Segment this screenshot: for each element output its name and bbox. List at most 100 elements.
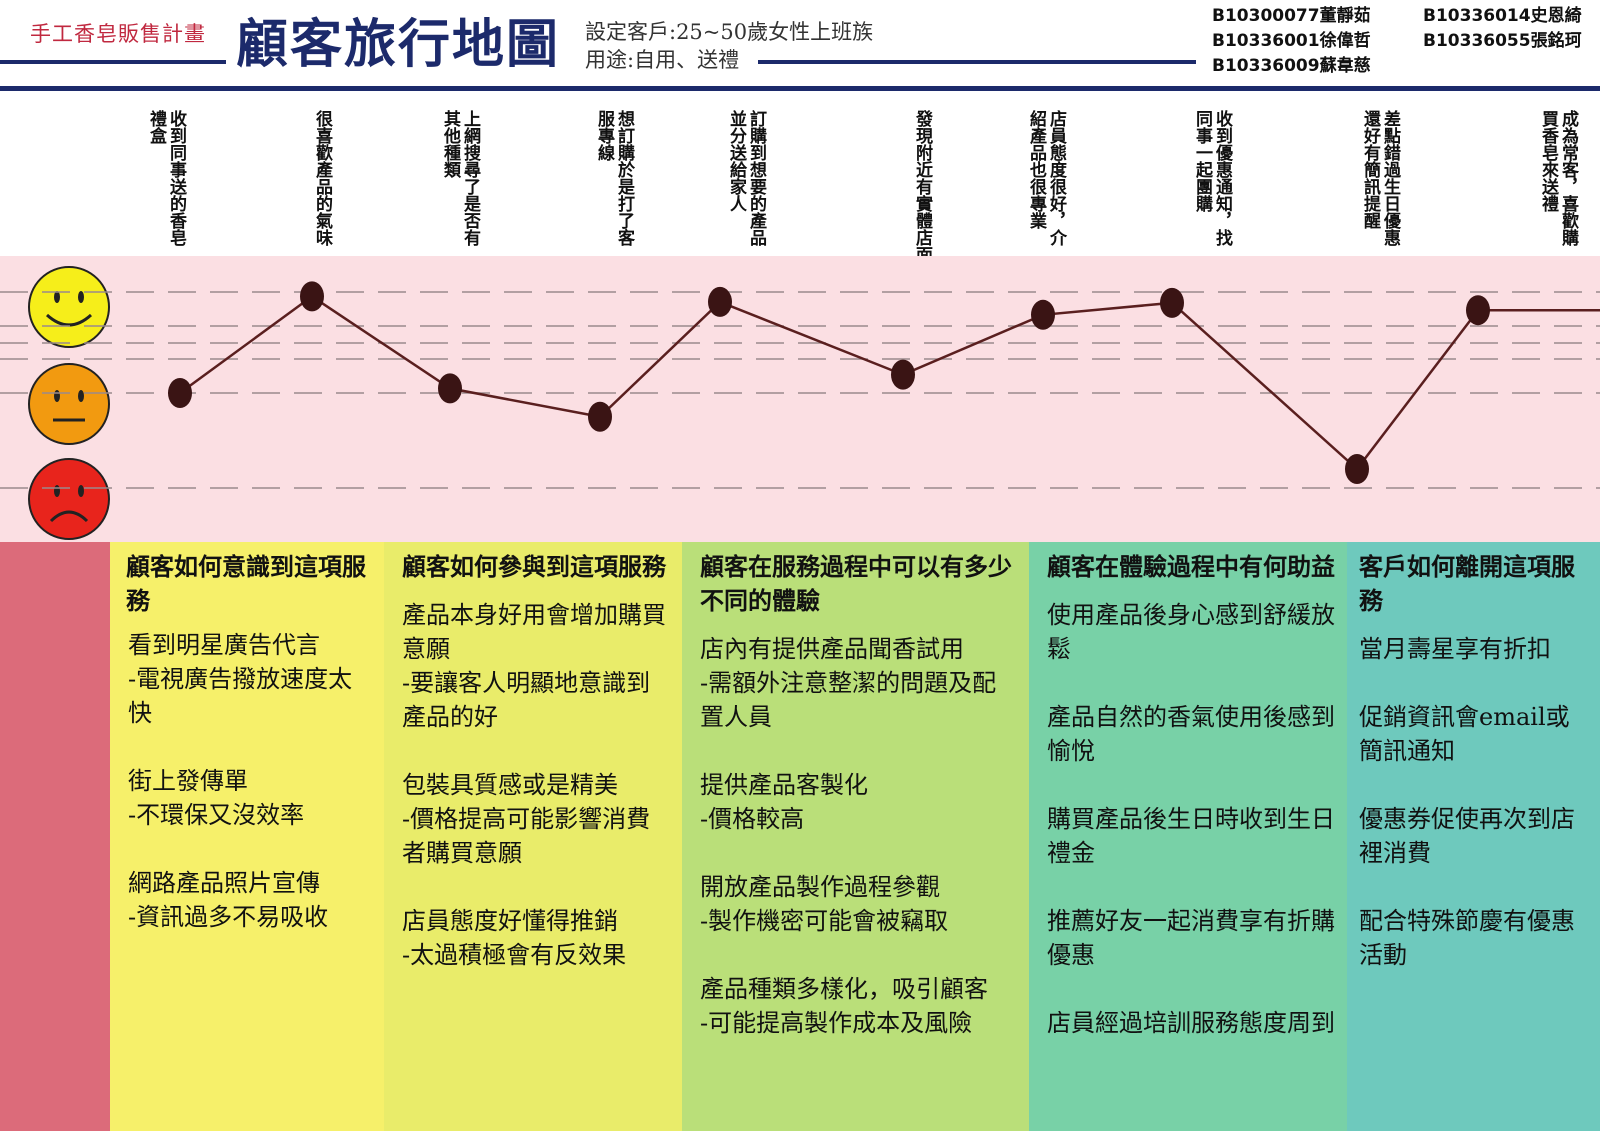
item-text: 產品種類多樣化，吸引顧客 [700,975,988,1003]
item-text: 產品自然的香氣使用後感到愉悅 [1047,703,1335,765]
emotion-line [179,294,1600,471]
item-text: 街上發傳單 [128,767,248,795]
column-awareness: 顧客如何意識到這項服務 看到明星廣告代言 -電視廣告撥放速度太快 街上發傳單 -不環… [110,542,384,1131]
column-body: 當月壽星享有折扣 促銷資訊會email或簡訊通知 優惠券促使再次到店裡消費 配合… [1359,632,1592,972]
item-text: 優惠券促使再次到店裡消費 [1359,805,1575,867]
item-text: 包裝具質感或是精美 [402,771,618,799]
item-text: 店員經過培訓服務態度周到 [1047,1009,1335,1037]
emotion-point-8 [1160,287,1184,318]
item-note: -價格較高 [700,805,805,833]
list-item: 開放產品製作過程參觀-製作機密可能會被竊取 [700,870,1019,938]
header-rule-bottom [0,86,1600,91]
list-item: 街上發傳單 -不環保又沒效率 [128,764,374,832]
item-text: 店員態度好懂得推銷 [402,907,618,935]
column-engagement: 顧客如何參與到這項服務 產品本身好用會增加購買意願-要讓客人明顯地意識到產品的好… [384,542,682,1131]
emotion-point-10 [1466,295,1490,326]
item-text: 網路產品照片宣傳 [128,869,320,897]
sad-face-icon [28,458,110,540]
list-item: 產品本身好用會增加購買意願-要讓客人明顯地意識到產品的好 [402,598,672,734]
emotion-point-9 [1345,454,1369,484]
header-rule-left [0,60,226,64]
list-item: 產品自然的香氣使用後感到愉悅 [1047,700,1337,768]
main-title: 顧客旅行地圖 [236,15,561,75]
member: B10336009蘇韋慈 [1212,56,1371,76]
column-heading: 顧客如何參與到這項服務 [402,553,666,581]
column-body: 店內有提供產品聞香試用 -需額外注意整潔的問題及配置人員 提供產品客製化 -價格較高… [700,632,1019,1040]
item-text: 看到明星廣告代言 [128,631,320,659]
members-right: B10336014史恩綺 B10336055張銘珂 [1423,4,1582,54]
header: 手工香皂販售計畫 顧客旅行地圖 設定客戶:25~50歲女性上班族 用途:自用、送… [0,0,1600,91]
list-item: 優惠券促使再次到店裡消費 [1359,802,1592,870]
client-usage: 用途:自用、送禮 [585,48,740,72]
item-note: -要讓客人明顯地意識到產品的好 [402,669,651,731]
stage-label: 想訂購於是打了客服專線 [594,110,634,246]
member: B10300077董靜茹 [1212,6,1371,26]
list-item: 促銷資訊會email或簡訊通知 [1359,700,1592,768]
item-note: -可能提高製作成本及風險 [700,1009,973,1037]
list-item: 購買產品後生日時收到生日禮金 [1047,802,1337,870]
left-color-strip [0,542,110,1131]
emotion-point-2 [300,281,324,312]
item-text: 當月壽星享有折扣 [1359,635,1551,663]
item-note: -電視廣告撥放速度太快 [128,665,353,727]
stage-label: 店員態度很好，介紹產品也很專業 [1026,110,1066,246]
item-note: -不環保又沒效率 [128,801,305,829]
emotion-band [0,256,1600,542]
emotion-curve-chart [0,281,1600,489]
stage-label: 成為常客，喜歡購買香皂來送禮 [1538,110,1578,246]
header-rule-middle [758,60,1196,64]
emotion-point-1 [168,378,192,408]
list-item: 當月壽星享有折扣 [1359,632,1592,666]
stage-label: 收到優惠通知，找同事一起團購 [1192,110,1232,246]
emotion-point-3 [438,373,462,404]
member: B10336055張銘珂 [1423,31,1582,51]
column-heading: 客戶如何離開這項服務 [1359,553,1575,615]
list-item: 店員態度好懂得推銷-太過積極會有反效果 [402,904,672,972]
project-title: 手工香皂販售計畫 [30,22,206,46]
stage-label: 發現附近有實體店面 [912,110,932,263]
item-text: 產品本身好用會增加購買意願 [402,601,666,663]
list-item: 配合特殊節慶有優惠活動 [1359,904,1592,972]
emotion-point-5 [708,286,732,317]
client-info: 設定客戶:25~50歲女性上班族 用途:自用、送禮 [585,18,873,74]
column-benefit: 顧客在體驗過程中有何助益 使用產品後身心感到舒緩放鬆 產品自然的香氣使用後感到愉… [1029,542,1347,1131]
list-item: 網路產品照片宣傳 -資訊過多不易吸收 [128,866,374,934]
column-body: 產品本身好用會增加購買意願-要讓客人明顯地意識到產品的好 包裝具質感或是精美 -價… [402,598,672,972]
column-heading: 顧客如何意識到這項服務 [126,553,366,615]
item-note: -需額外注意整潔的問題及配置人員 [700,669,997,731]
column-heading: 顧客在服務過程中可以有多少不同的體驗 [700,553,1012,615]
stage-label: 很喜歡產品的氣味 [312,110,332,246]
list-item: 包裝具質感或是精美 -價格提高可能影響消費者購買意願 [402,768,672,870]
column-leaving: 客戶如何離開這項服務 當月壽星享有折扣 促銷資訊會email或簡訊通知 優惠券促… [1347,542,1600,1131]
item-text: 推薦好友一起消費享有折購優惠 [1047,907,1335,969]
item-text: 店內有提供產品聞香試用 [700,635,964,663]
item-note: -資訊過多不易吸收 [128,903,329,931]
emotion-point-4 [588,401,612,432]
members-left: B10300077董靜茹 B10336001徐偉哲 B10336009蘇韋慈 [1212,4,1371,79]
column-body: 使用產品後身心感到舒緩放鬆 產品自然的香氣使用後感到愉悅 購買產品後生日時收到生… [1047,598,1337,1040]
item-text: 促銷資訊會email或簡訊通知 [1359,703,1570,765]
member: B10336001徐偉哲 [1212,31,1371,51]
stages-band: 收到同事送的香皂禮盒 很喜歡產品的氣味 上網搜尋了是否有其他種類 想訂購於是打了… [0,96,1600,263]
item-text: 開放產品製作過程參觀 [700,873,940,901]
column-experience: 顧客在服務過程中可以有多少不同的體驗 店內有提供產品聞香試用 -需額外注意整潔的問… [682,542,1029,1131]
item-note: -價格提高可能影響消費者購買意願 [402,805,651,867]
list-item: 店員經過培訓服務態度周到 [1047,1006,1337,1040]
list-item: 使用產品後身心感到舒緩放鬆 [1047,598,1337,666]
list-item: 提供產品客製化 -價格較高 [700,768,1019,836]
item-text: 購買產品後生日時收到生日禮金 [1047,805,1335,867]
list-item: 看到明星廣告代言 -電視廣告撥放速度太快 [128,628,374,730]
item-text: 提供產品客製化 [700,771,868,799]
emotion-point-6 [891,359,915,390]
item-text: 配合特殊節慶有優惠活動 [1359,907,1575,969]
analysis-columns: 顧客如何意識到這項服務 看到明星廣告代言 -電視廣告撥放速度太快 街上發傳單 -不環… [0,542,1600,1131]
list-item: 產品種類多樣化，吸引顧客 -可能提高製作成本及風險 [700,972,1019,1040]
stage-label: 差點錯過生日優惠還好有簡訊提醒 [1360,110,1400,246]
stage-label: 上網搜尋了是否有其他種類 [440,110,480,246]
column-body: 看到明星廣告代言 -電視廣告撥放速度太快 街上發傳單 -不環保又沒效率 網路產品照片… [126,628,374,934]
member: B10336014史恩綺 [1423,6,1582,26]
stage-label: 收到同事送的香皂禮盒 [146,110,186,246]
stage-label: 訂購到想要的產品並分送給家人 [726,110,766,246]
list-item: 推薦好友一起消費享有折購優惠 [1047,904,1337,972]
neutral-face-icon [28,363,110,445]
